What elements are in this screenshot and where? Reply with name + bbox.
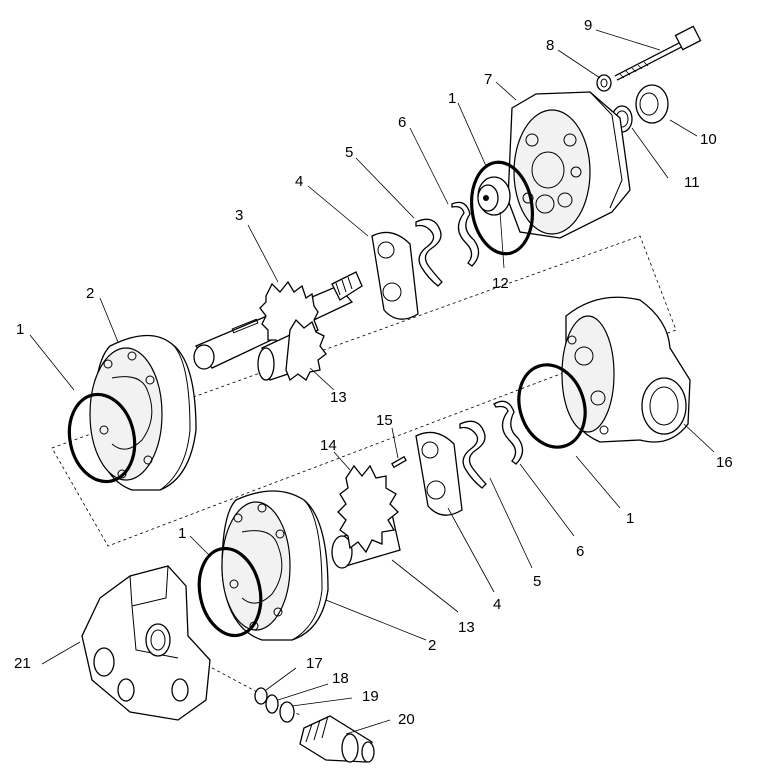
part-washer xyxy=(596,74,612,92)
part-bushing xyxy=(477,176,511,216)
part-seal-upper xyxy=(415,218,443,287)
callout-1-lower-housing: 1 xyxy=(178,525,186,542)
callout-1-rear: 1 xyxy=(626,510,634,527)
part-idler-gear xyxy=(331,464,401,569)
callout-15: 15 xyxy=(376,412,393,429)
callout-18: 18 xyxy=(332,670,349,687)
callout-13-lower: 13 xyxy=(458,619,475,636)
callout-5-upper: 5 xyxy=(345,144,353,161)
callout-4-upper: 4 xyxy=(295,173,303,190)
callout-1-front: 1 xyxy=(448,90,456,107)
part-bolt xyxy=(614,25,702,81)
callout-labels: 9 8 7 1 10 6 5 11 4 3 12 2 1 13 15 14 16… xyxy=(14,17,733,728)
callout-17: 17 xyxy=(306,655,323,672)
part-o-ring-rear-cover xyxy=(517,363,587,449)
callout-11: 11 xyxy=(684,174,700,191)
callout-10: 10 xyxy=(700,131,717,148)
part-seal-spring-upper xyxy=(451,201,480,267)
callout-14: 14 xyxy=(320,437,337,454)
alignment-frame xyxy=(51,235,677,547)
part-seal xyxy=(635,84,669,124)
part-wear-plate-lower xyxy=(415,431,463,516)
callout-6-upper: 6 xyxy=(398,114,406,131)
callout-4-lower: 4 xyxy=(493,596,501,613)
part-o-ring-upper-housing xyxy=(67,392,137,484)
callout-20: 20 xyxy=(398,711,415,728)
part-rear-cover xyxy=(561,296,691,443)
part-ring-17 xyxy=(254,687,268,705)
part-front-cover xyxy=(507,91,631,239)
callout-1-upper-housing: 1 xyxy=(16,321,24,338)
callout-6-lower: 6 xyxy=(576,543,584,560)
part-seal-lower xyxy=(459,420,487,489)
part-dowel-pin xyxy=(391,455,407,469)
part-ring-18 xyxy=(265,694,279,714)
part-valve-body xyxy=(81,565,211,721)
part-wear-plate-upper xyxy=(371,231,419,320)
callout-2-upper: 2 xyxy=(86,285,94,302)
part-driven-gear-upper xyxy=(257,318,327,382)
leader-lines xyxy=(29,29,715,735)
callout-8: 8 xyxy=(546,37,554,54)
part-gear-housing-upper xyxy=(89,334,197,491)
callout-21: 21 xyxy=(14,655,31,672)
callout-19: 19 xyxy=(362,688,379,705)
callout-16: 16 xyxy=(716,454,733,471)
callout-2-lower: 2 xyxy=(428,637,436,654)
part-seal-spring-lower xyxy=(493,400,524,465)
callout-5-lower: 5 xyxy=(533,573,541,590)
callout-7: 7 xyxy=(484,71,492,88)
part-gear-housing-lower xyxy=(221,490,329,641)
part-relief-valve-cartridge xyxy=(299,715,375,763)
callout-3: 3 xyxy=(235,207,243,224)
callout-12: 12 xyxy=(492,275,509,292)
part-ring-19 xyxy=(279,701,295,723)
callout-9: 9 xyxy=(584,17,592,34)
callout-13-upper: 13 xyxy=(330,389,347,406)
part-o-ring-lower-housing xyxy=(197,546,263,638)
part-o-ring-front-cover xyxy=(470,160,534,256)
